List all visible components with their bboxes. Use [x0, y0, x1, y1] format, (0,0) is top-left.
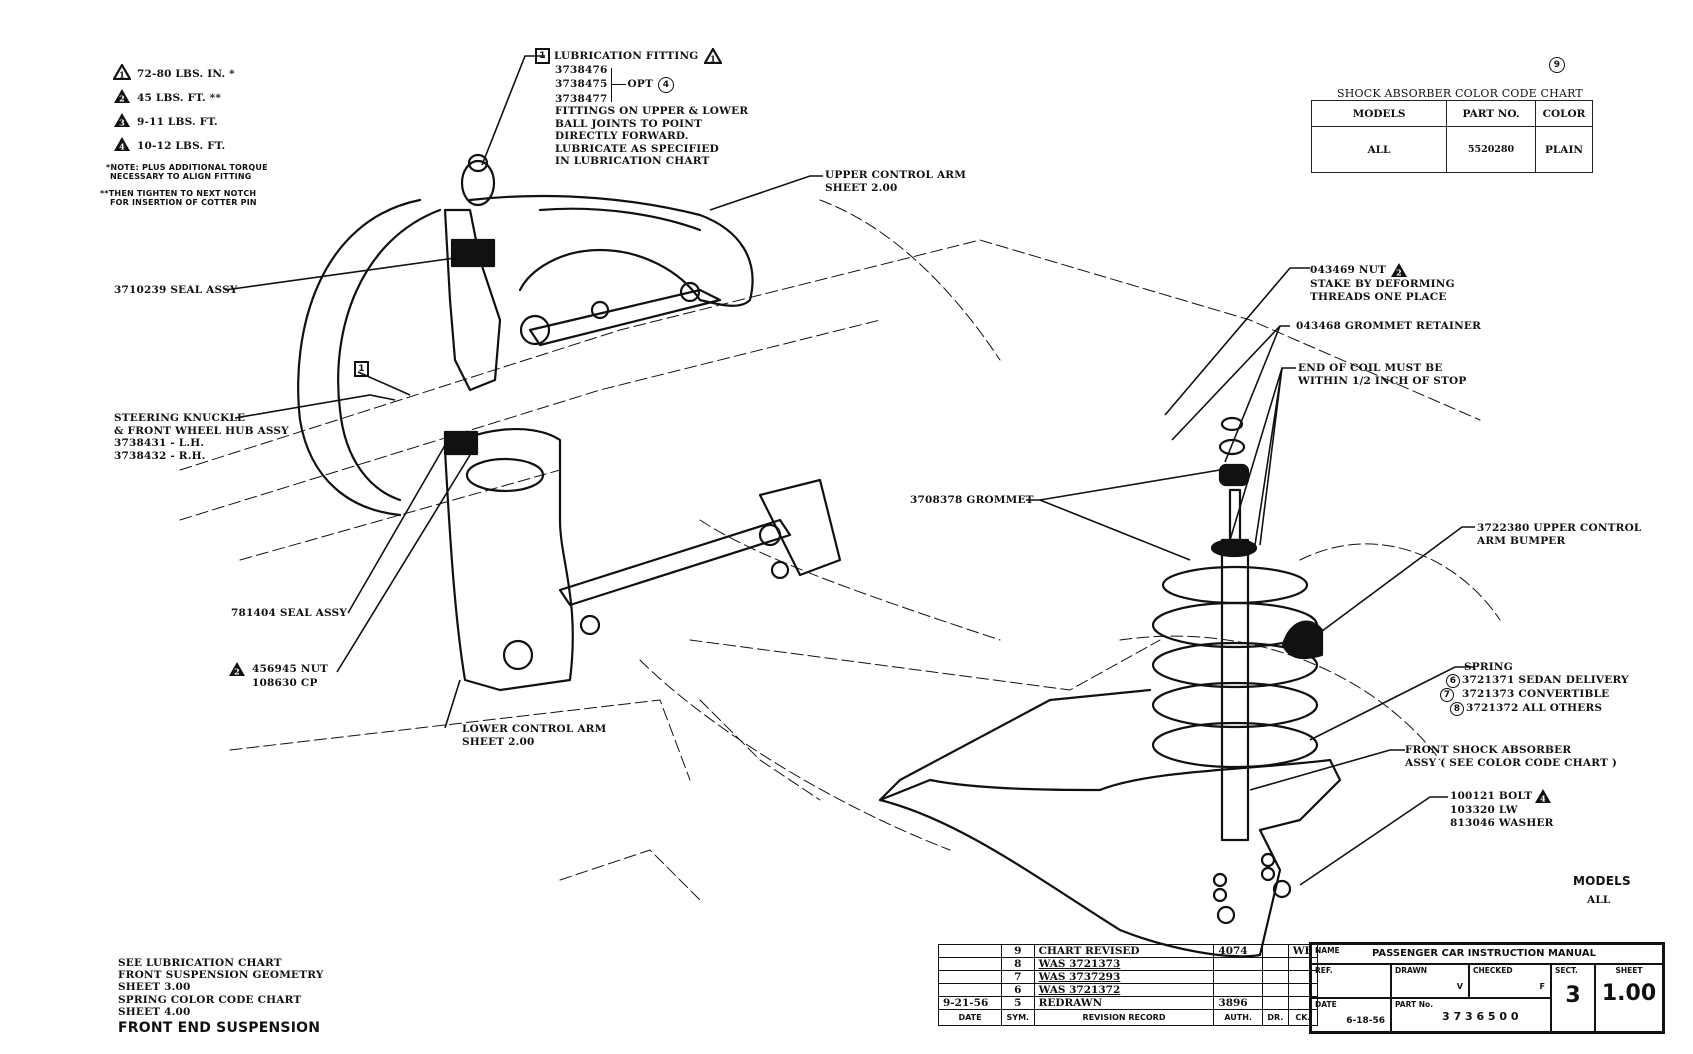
coil-spring	[1151, 565, 1319, 769]
models-value: ALL	[1587, 894, 1611, 906]
grommet-retainer-label: 043468 GROMMET RETAINER	[1296, 320, 1482, 332]
bumper	[1281, 620, 1324, 660]
spring-label: SPRING 6 3721371 SEDAN DELIVERY 7 372137…	[1440, 661, 1629, 716]
svg-text:2: 2	[1396, 268, 1402, 278]
revision-circle-icon: 6	[1446, 673, 1460, 688]
tb-part: PART No. 3 7 3 6 5 0 0	[1391, 998, 1551, 1032]
svg-text:2: 2	[234, 667, 240, 677]
shock-absorber-label: FRONT SHOCK ABSORBER ASSY ( SEE COLOR CO…	[1405, 744, 1617, 769]
revision-circle-icon: 7	[1440, 687, 1454, 702]
revision-row: 8 WAS 3721373	[937, 957, 1319, 971]
chart-revision-circle-icon: 9	[1549, 57, 1565, 73]
torque-triangle-icon: 2	[1390, 262, 1408, 278]
brake-drum	[297, 198, 422, 517]
torque-triangle-icon: 4	[113, 136, 131, 152]
chart-header-models: MODELS	[1311, 100, 1447, 127]
coil-end-label: END OF COIL MUST BE WITHIN 1/2 INCH OF S…	[1298, 362, 1467, 387]
svg-text:4: 4	[119, 142, 125, 152]
lube-box-icon: 1	[535, 48, 550, 64]
tb-checked: CHECKED F	[1469, 964, 1551, 998]
shock-absorber	[1220, 538, 1250, 842]
tb-name: NAME PASSENGER CAR INSTRUCTION MANUAL	[1311, 944, 1663, 964]
revision-row: 9 CHART REVISED 4074 WF	[937, 944, 1319, 958]
lower-nut-label: 2 456945 NUT 108630 CP	[228, 661, 328, 690]
revision-row: 7 WAS 3737293	[937, 970, 1319, 984]
drawing-title: FRONT END SUSPENSION	[118, 1020, 321, 1036]
upper-control-arm-label: UPPER CONTROL ARM SHEET 2.00	[825, 169, 967, 194]
revision-footer: DATE SYM. REVISION RECORD AUTH. DR. CK.	[937, 1009, 1319, 1026]
revision-row: 9-21-56 5 REDRAWN 3896	[937, 996, 1319, 1010]
revision-circle-icon: 8	[1450, 701, 1464, 716]
svg-text:2: 2	[119, 94, 125, 104]
torque-triangle-icon: 2	[113, 88, 131, 104]
bumper-label: 3722380 UPPER CONTROL ARM BUMPER	[1477, 522, 1642, 547]
reference-notes: SEE LUBRICATION CHART FRONT SUSPENSION G…	[118, 957, 324, 1018]
torque-triangle-icon: 2	[228, 661, 246, 677]
lower-control-arm-label: LOWER CONTROL ARM SHEET 2.00	[462, 723, 607, 748]
shock-chart-title: SHOCK ABSORBER COLOR CODE CHART	[1337, 87, 1583, 100]
models-label: MODELS	[1573, 874, 1631, 888]
revision-row: 6 WAS 3721372	[937, 983, 1319, 997]
lower-seal-assy-label: 781404 SEAL ASSY	[231, 607, 348, 619]
upper-seal-assy-label: 3710239 SEAL ASSY	[114, 284, 238, 296]
torque-note-2: **THEN TIGHTEN TO NEXT NOTCH FOR INSERTI…	[100, 189, 257, 207]
tb-date: DATE 6-18-56	[1311, 998, 1391, 1032]
torque-triangle-icon: 3	[113, 112, 131, 128]
lower-fitting-box-icon: 1	[354, 361, 373, 377]
grommet-label: 3708378 GROMMET	[910, 494, 1034, 506]
svg-text:1: 1	[119, 70, 125, 80]
top-nut-label: 043469 NUT 2 STAKE BY DEFORMING THREADS …	[1310, 262, 1455, 303]
chart-row: ALL 5520280 PLAIN	[1311, 126, 1593, 173]
lower-control-arm	[443, 428, 574, 692]
tb-drawn: DRAWN V	[1391, 964, 1469, 998]
steering-knuckle	[443, 208, 502, 392]
torque-triangle-icon: 1	[703, 46, 724, 65]
upper-control-arm	[468, 194, 754, 307]
bolt-label: 100121 BOLT 4 103320 LW 813046 WASHER	[1450, 788, 1554, 829]
shock-color-chart: MODELS PART NO. COLOR ALL 5520280 PLAIN	[1311, 100, 1593, 173]
spring-item: 6 3721371 SEDAN DELIVERY	[1440, 673, 1629, 688]
torque-note-1: *NOTE: PLUS ADDITIONAL TORQUE NECESSARY …	[106, 163, 268, 181]
revision-circle-icon: 4	[658, 76, 675, 93]
svg-text:3: 3	[119, 118, 125, 128]
spring-item: 8 3721372 ALL OTHERS	[1440, 701, 1629, 716]
lubrication-callout: 1 LUBRICATION FITTING 1 3738476 3738475 …	[535, 46, 748, 168]
revision-table: 9 CHART REVISED 4074 WF 8 WAS 3721373 7 …	[937, 944, 1319, 1026]
chart-header-part: PART NO.	[1446, 100, 1536, 127]
torque-triangle-icon: 1	[112, 62, 132, 81]
title-block: NAME PASSENGER CAR INSTRUCTION MANUAL RE…	[1309, 942, 1665, 1034]
tb-sect: SECT. 3	[1551, 964, 1595, 1032]
cross-member	[878, 758, 1342, 958]
steering-knuckle-label: STEERING KNUCKLE & FRONT WHEEL HUB ASSY …	[114, 412, 289, 462]
svg-text:1: 1	[711, 54, 717, 64]
spring-item: 7 3721373 CONVERTIBLE	[1440, 687, 1629, 702]
tb-sheet: SHEET 1.00	[1595, 964, 1663, 1032]
tb-ref: REF.	[1311, 964, 1391, 998]
chart-header-color: COLOR	[1535, 100, 1593, 127]
torque-triangle-icon: 4	[1534, 788, 1552, 804]
svg-text:4: 4	[1540, 794, 1546, 804]
